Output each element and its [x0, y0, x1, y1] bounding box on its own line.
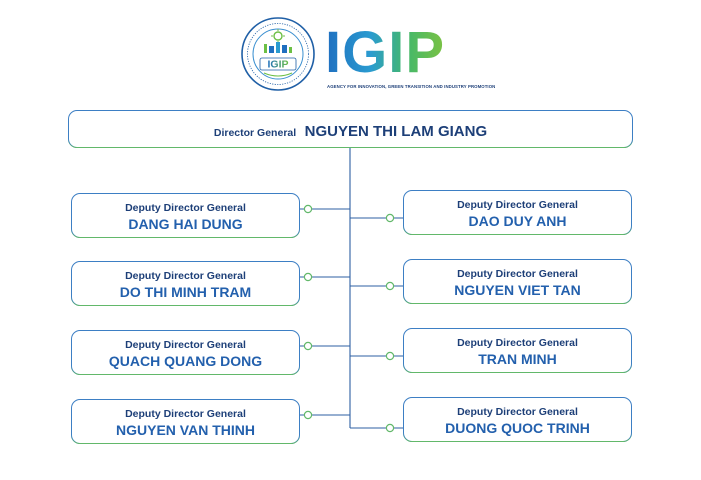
emblem-text: IGIP — [267, 59, 288, 71]
connector-dot-right-3 — [385, 351, 395, 361]
director-general-name: NGUYEN THI LAM GIANG — [304, 123, 488, 140]
connector-dot-right-4 — [385, 423, 395, 433]
deputy-name: DAO DUY ANH — [468, 213, 567, 229]
deputy-name: NGUYEN VAN THINH — [116, 422, 255, 438]
connector-dot-left-4 — [303, 410, 313, 420]
deputy-name: DUONG QUOC TRINH — [445, 420, 590, 436]
igip-wordmark: IGIP — [325, 20, 446, 85]
director-general-box: Director General NGUYEN THI LAM GIANG — [68, 110, 633, 149]
deputy-box-tran-minh: Deputy Director General TRAN MINH — [403, 328, 632, 374]
connector-dot-left-1 — [303, 204, 313, 214]
deputy-box-dao-duy-anh: Deputy Director General DAO DUY ANH — [403, 190, 632, 236]
connector-dot-right-2 — [385, 281, 395, 291]
connector-dot-left-3 — [303, 341, 313, 351]
deputy-name: NGUYEN VIET TAN — [454, 282, 581, 298]
deputy-box-quach-quang-dong: Deputy Director General QUACH QUANG DONG — [71, 330, 300, 376]
deputy-name: DANG HAI DUNG — [128, 216, 243, 232]
deputy-name: QUACH QUANG DONG — [108, 353, 263, 369]
deputy-title: Deputy Director General — [457, 199, 578, 211]
deputy-title: Deputy Director General — [125, 408, 246, 420]
deputy-box-nguyen-viet-tan: Deputy Director General NGUYEN VIET TAN — [403, 259, 632, 305]
deputy-box-dang-hai-dung: Deputy Director General DANG HAI DUNG — [71, 193, 300, 239]
deputy-title: Deputy Director General — [125, 202, 246, 214]
igip-emblem-logo: IGIP — [241, 17, 315, 91]
connector-dot-right-1 — [385, 213, 395, 223]
director-general-title: Director General — [213, 127, 297, 139]
deputy-name: TRAN MINH — [478, 351, 557, 367]
deputy-title: Deputy Director General — [125, 339, 246, 351]
deputy-box-do-thi-minh-tram: Deputy Director General DO THI MINH TRAM — [71, 261, 300, 307]
deputy-title: Deputy Director General — [457, 337, 578, 349]
deputy-title: Deputy Director General — [457, 406, 578, 418]
deputy-box-duong-quoc-trinh: Deputy Director General DUONG QUOC TRINH — [403, 397, 632, 443]
deputy-title: Deputy Director General — [125, 270, 246, 282]
connector-dot-left-2 — [303, 272, 313, 282]
logo-tagline: AGENCY FOR INNOVATION, GREEN TRANSITION … — [327, 84, 496, 89]
deputy-name: DO THI MINH TRAM — [119, 284, 252, 300]
deputy-box-nguyen-van-thinh: Deputy Director General NGUYEN VAN THINH — [71, 399, 300, 445]
deputy-title: Deputy Director General — [457, 268, 578, 280]
